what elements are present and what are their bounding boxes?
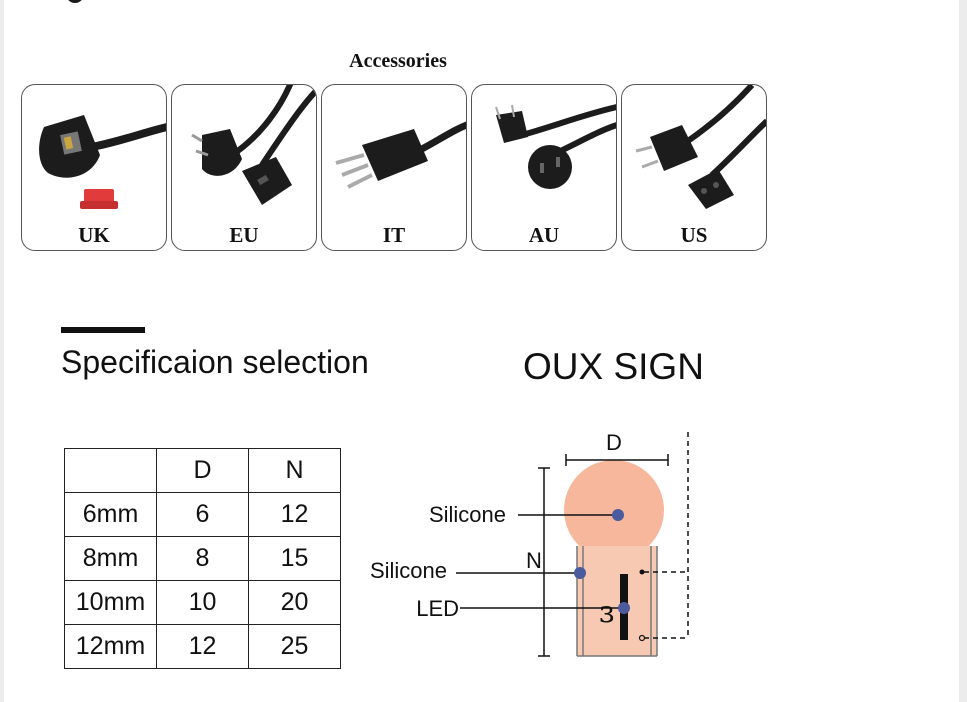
section-divider-bar bbox=[61, 327, 145, 333]
table-cell: 8mm bbox=[64, 536, 157, 581]
table-cell: 10mm bbox=[64, 580, 157, 625]
table-row: 12mm 12 25 bbox=[64, 624, 341, 669]
table-cell: 6mm bbox=[64, 492, 157, 537]
neon-cross-section-diagram: ɜ D N Silicone Silicone LED bbox=[370, 430, 689, 657]
dimension-n-label: N bbox=[526, 548, 542, 573]
table-row: 8mm 8 15 bbox=[64, 536, 341, 581]
table-row: 10mm 10 20 bbox=[64, 580, 341, 625]
plug-card-us: US bbox=[621, 84, 767, 251]
eu-plug-icon bbox=[191, 85, 316, 205]
brand-name: OUX SIGN bbox=[523, 346, 704, 387]
silicone-body-shape bbox=[577, 546, 657, 656]
accessories-title: Accessories bbox=[349, 50, 447, 72]
label-silicone-side: Silicone bbox=[370, 558, 447, 583]
table-cell: 10 bbox=[156, 580, 249, 625]
plug-label-it: IT bbox=[382, 223, 406, 247]
table-cell: 6 bbox=[156, 492, 249, 537]
table-header-cell bbox=[64, 448, 157, 493]
plug-card-eu: EU bbox=[171, 84, 317, 251]
plug-card-au: AU bbox=[471, 84, 617, 251]
table-row: 6mm 6 12 bbox=[64, 492, 341, 537]
table-cell: 12 bbox=[156, 624, 249, 669]
svg-text:ɜ: ɜ bbox=[599, 595, 614, 630]
label-led: LED bbox=[416, 596, 459, 621]
plug-label-eu: EU bbox=[229, 223, 259, 247]
plug-label-au: AU bbox=[528, 223, 560, 247]
it-plug-icon bbox=[335, 121, 466, 189]
spec-table: D N 6mm 6 12 8mm 8 15 10mm 10 20 12mm 12… bbox=[64, 448, 341, 669]
product-page: Accessories UK bbox=[4, 0, 959, 702]
label-silicone-top: Silicone bbox=[429, 502, 506, 527]
us-plug-icon bbox=[635, 85, 766, 209]
table-header-row: D N bbox=[64, 448, 341, 493]
au-plug-icon bbox=[495, 104, 616, 189]
silicone-side-marker bbox=[574, 567, 586, 579]
silicone-top-marker bbox=[612, 509, 624, 521]
table-header-cell: N bbox=[248, 448, 341, 493]
silicone-dome-shape bbox=[564, 460, 664, 560]
table-cell: 20 bbox=[248, 580, 341, 625]
spec-heading: Specificaion selection bbox=[61, 344, 369, 380]
plug-label-us: US bbox=[680, 223, 708, 247]
table-cell: 15 bbox=[248, 536, 341, 581]
plug-label-uk: UK bbox=[78, 223, 110, 247]
table-header-cell: D bbox=[156, 448, 249, 493]
cropped-element-top bbox=[66, 0, 84, 3]
dimension-d-label: D bbox=[606, 430, 622, 455]
plug-card-it: IT bbox=[321, 84, 467, 251]
table-cell: 12mm bbox=[64, 624, 157, 669]
table-cell: 12 bbox=[248, 492, 341, 537]
plug-card-uk: UK bbox=[21, 84, 167, 251]
table-cell: 8 bbox=[156, 536, 249, 581]
table-cell: 25 bbox=[248, 624, 341, 669]
led-marker bbox=[618, 602, 630, 614]
uk-plug-icon bbox=[39, 115, 166, 209]
